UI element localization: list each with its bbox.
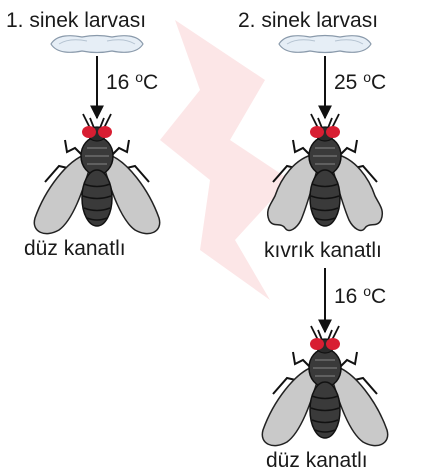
left-temperature: 16 oC [106,72,158,93]
right-temp-degree: o [363,69,371,85]
right-second-result: düz kanatlı [266,450,368,471]
right-second-temp-value: 16 [334,285,357,308]
right-second-temp-unit: C [371,285,386,308]
right-temp-unit: C [371,71,386,94]
left-result: düz kanatlı [24,238,126,259]
right-title: 2. sinek larvası [238,10,378,31]
left-larva [51,36,143,53]
right-fly-curly [268,114,383,230]
left-fly [34,114,159,234]
left-temp-unit: C [143,71,158,94]
right-larva [279,36,371,53]
right-temp-value: 25 [334,71,357,94]
right-second-temp-degree: o [363,283,371,299]
left-temp-value: 16 [106,71,129,94]
left-temp-degree: o [135,69,143,85]
left-title: 1. sinek larvası [6,10,146,31]
right-result: kıvrık kanatlı [264,240,382,261]
right-temperature: 25 oC [334,72,386,93]
right-fly-straight [262,326,387,446]
right-second-temperature: 16 oC [334,286,386,307]
